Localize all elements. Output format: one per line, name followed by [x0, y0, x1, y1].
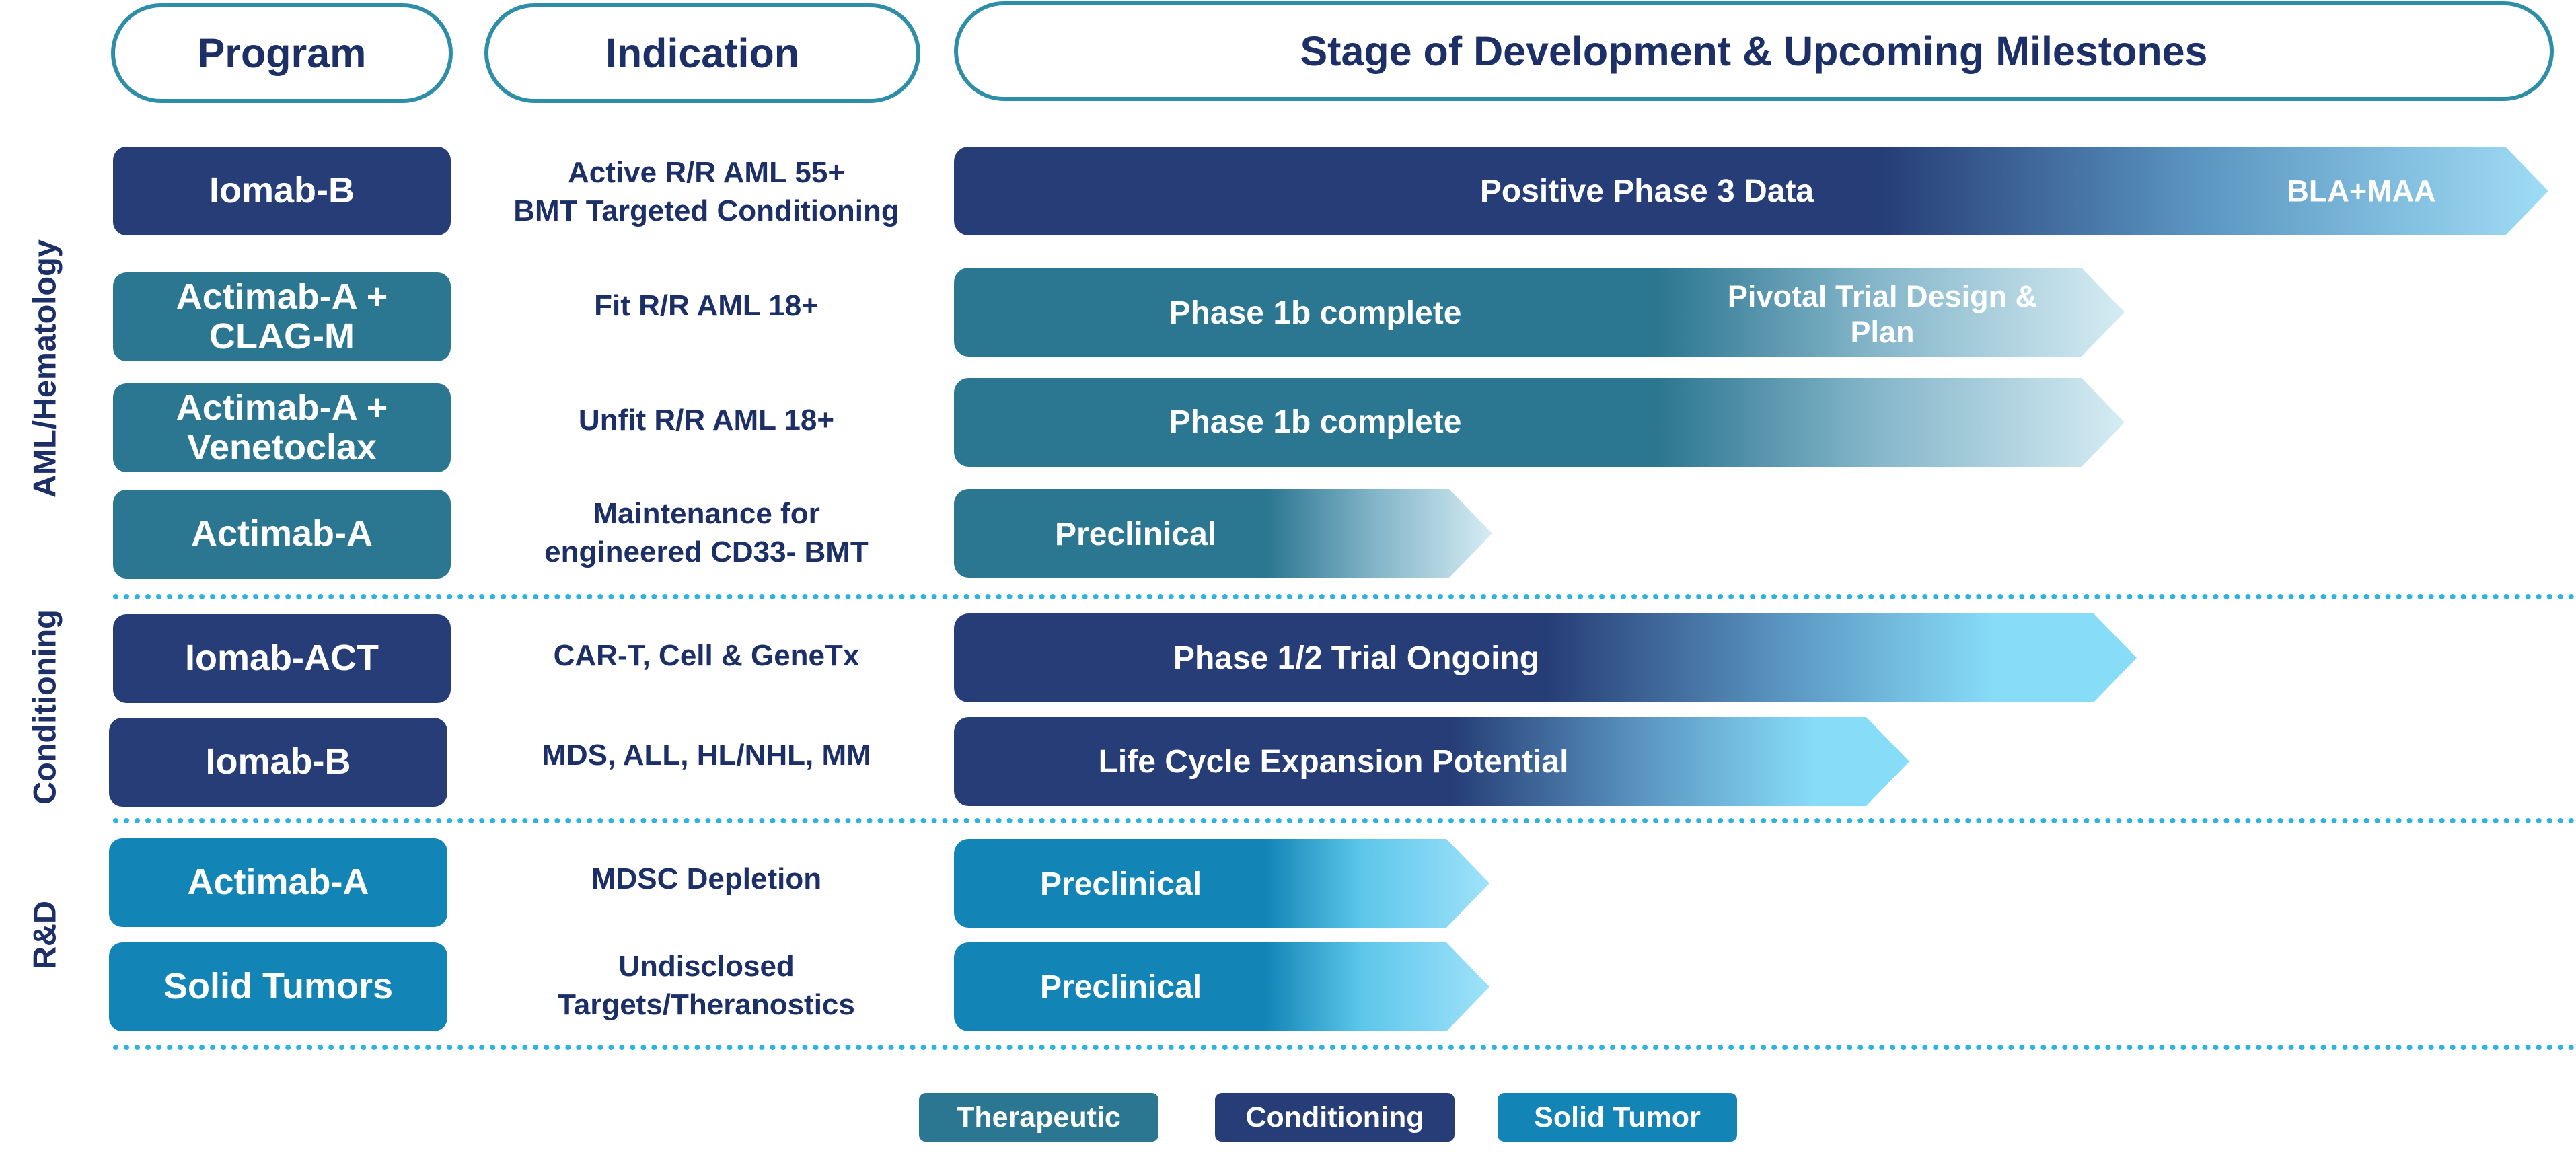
indication-line: Undisclosed — [618, 949, 795, 983]
indication-line: Maintenance for — [593, 496, 820, 530]
group-label-conditioning: Conditioning — [26, 609, 63, 805]
header-program: Program — [111, 3, 453, 103]
program-box: Actimab-A + Venetoclax — [113, 383, 451, 472]
indication-text: CAR-T, Cell & GeneTx — [481, 632, 932, 679]
milestone-label: BLA+MAA — [2287, 174, 2436, 209]
indication-line: BMT Targeted Conditioning — [513, 194, 899, 227]
group-label-aml-hematology: AML/Hematology — [26, 239, 63, 498]
program-box: Iomab-B — [113, 147, 451, 235]
stage-bar — [954, 268, 2125, 357]
indication-line: Fit R/R AML 18+ — [594, 289, 819, 323]
indication-text: Undisclosed Targets/Theranostics — [481, 938, 932, 1033]
stage-label: Life Cycle Expansion Potential — [1098, 744, 1569, 780]
stage-label: Preclinical — [1040, 969, 1202, 1005]
stage-bar — [954, 839, 1489, 928]
stage-label: Phase 1b complete — [1169, 295, 1462, 331]
stage-bar — [954, 489, 1492, 578]
program-box: Actimab-A — [113, 490, 451, 579]
stage-label: Positive Phase 3 Data — [1479, 174, 1814, 209]
stage-bar — [954, 942, 1489, 1031]
indication-line: Targets/Theranostics — [558, 988, 855, 1021]
program-box: Solid Tumors — [109, 942, 447, 1031]
indication-text: MDS, ALL, HL/NHL, MM — [481, 732, 932, 779]
indication-line: engineered CD33- BMT — [544, 535, 869, 568]
group-divider — [113, 1045, 2575, 1050]
indication-text: MDSC Depletion — [481, 856, 932, 903]
header-stage: Stage of Development & Upcoming Mileston… — [954, 1, 2554, 101]
legend-conditioning: Conditioning — [1215, 1093, 1455, 1142]
indication-line: MDS, ALL, HL/NHL, MM — [542, 739, 871, 772]
group-divider — [113, 594, 2575, 599]
stage-label: Phase 1b complete — [1169, 404, 1462, 440]
stage-label: Phase 1/2 Trial Ongoing — [1173, 640, 1540, 676]
header-indication: Indication — [484, 3, 920, 103]
program-box: Actimab-A + CLAG-M — [113, 272, 451, 361]
stage-bar — [954, 378, 2125, 467]
milestone-label: Pivotal Trial Design & Plan — [1727, 279, 2038, 350]
indication-text: Fit R/R AML 18+ — [481, 283, 932, 330]
program-box: Iomab-ACT — [113, 614, 451, 703]
stage-label: Preclinical — [1055, 517, 1217, 552]
indication-text: Unfit R/R AML 18+ — [481, 397, 932, 444]
legend-solid-tumor: Solid Tumor — [1498, 1093, 1737, 1142]
indication-line: Unfit R/R AML 18+ — [578, 404, 835, 437]
stage-bar — [954, 147, 2548, 235]
indication-line: MDSC Depletion — [591, 862, 822, 896]
program-box: Iomab-B — [109, 718, 447, 807]
indication-line: CAR-T, Cell & GeneTx — [553, 639, 860, 673]
group-divider — [113, 818, 2575, 823]
indication-text: Maintenance for engineered CD33- BMT — [481, 486, 932, 580]
legend-therapeutic: Therapeutic — [919, 1093, 1158, 1142]
stage-bar — [954, 717, 1909, 806]
indication-text: Active R/R AML 55+ BMT Targeted Conditio… — [481, 145, 932, 239]
indication-line: Active R/R AML 55+ — [567, 155, 846, 189]
program-box: Actimab-A — [109, 838, 447, 927]
stage-bar — [954, 613, 2137, 702]
group-label-rnd: R&D — [26, 901, 63, 969]
stage-label: Preclinical — [1040, 866, 1202, 902]
